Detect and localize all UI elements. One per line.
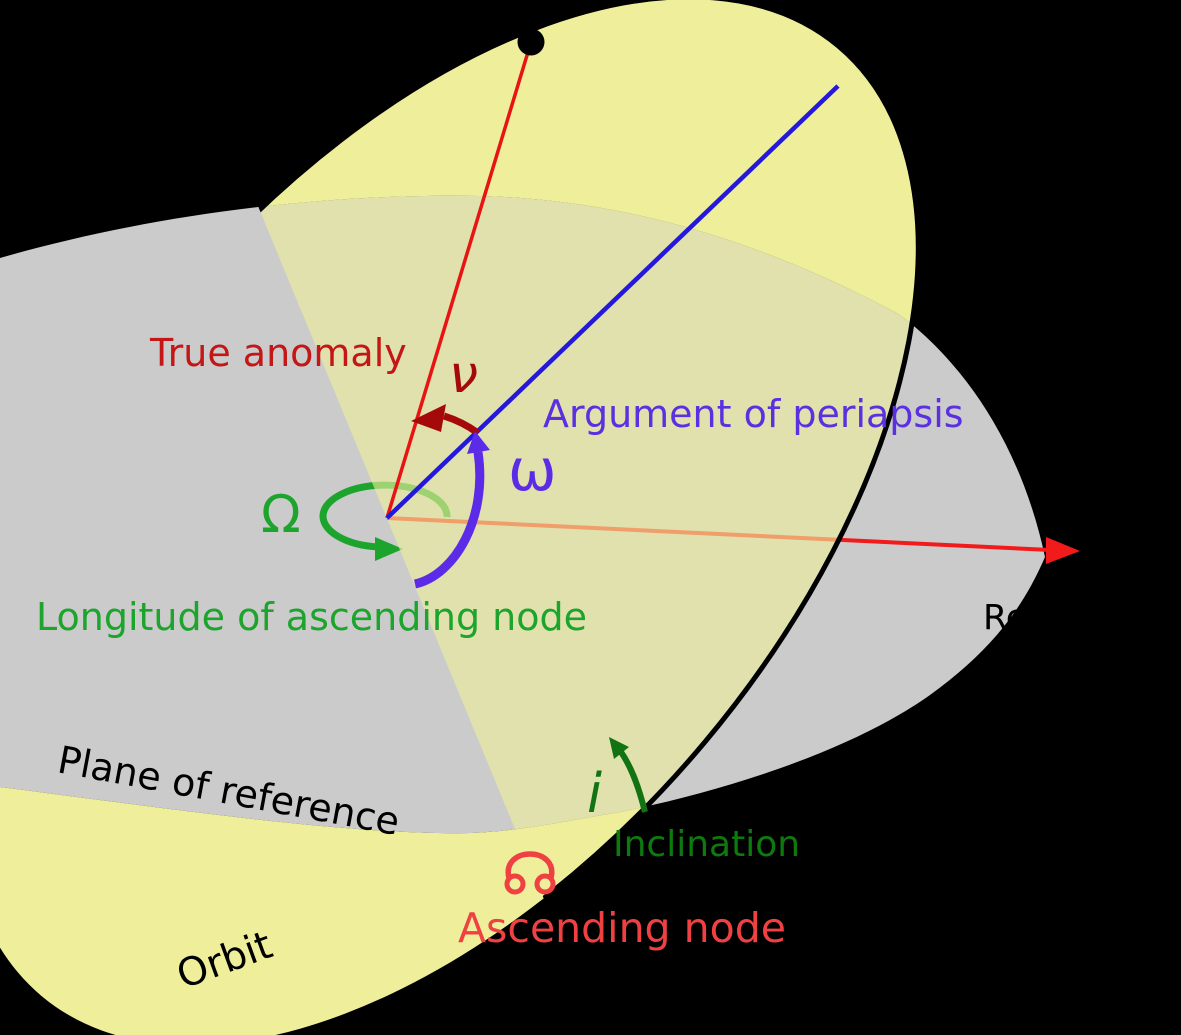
true-anomaly-arc-arrowhead-icon [411, 404, 446, 432]
periapsis-line [385, 84, 840, 520]
argument-of-periapsis-arrowhead-icon [467, 431, 490, 454]
radius-to-body-line [385, 51, 530, 519]
reference-direction-arrowhead-icon [1046, 537, 1080, 564]
nu-symbol-label: ν [449, 345, 478, 405]
argument-of-periapsis-label: Argument of periapsis [543, 392, 964, 436]
ascending-node-label: Ascending node [458, 904, 786, 952]
ascending-node-symbol-left-loop [504, 873, 526, 895]
reference-direction-label: Reference direction [983, 598, 1181, 638]
inclination-label: Inclination [613, 824, 800, 865]
omega-symbol-label: ω [508, 436, 557, 504]
capital-omega-symbol-label: Ω [261, 485, 301, 545]
ascending-node-symbol-right-loop [534, 873, 556, 895]
true-anomaly-arc [442, 412, 481, 436]
inclination-arc-arrowhead-icon [609, 737, 629, 759]
argument-of-periapsis-arc [413, 451, 485, 589]
ascending-node-symbol-icon [504, 851, 556, 895]
longitude-arc-arrowhead-icon [375, 537, 403, 561]
inclination-symbol-label: i [587, 762, 602, 825]
true-anomaly-label: True anomaly [149, 331, 407, 375]
longitude-of-ascending-node-label: Longitude of ascending node [36, 595, 587, 639]
ascending-node-symbol-arch [505, 851, 555, 879]
orbiting-body-dot-icon [517, 28, 545, 56]
inclination-arc [618, 750, 648, 813]
